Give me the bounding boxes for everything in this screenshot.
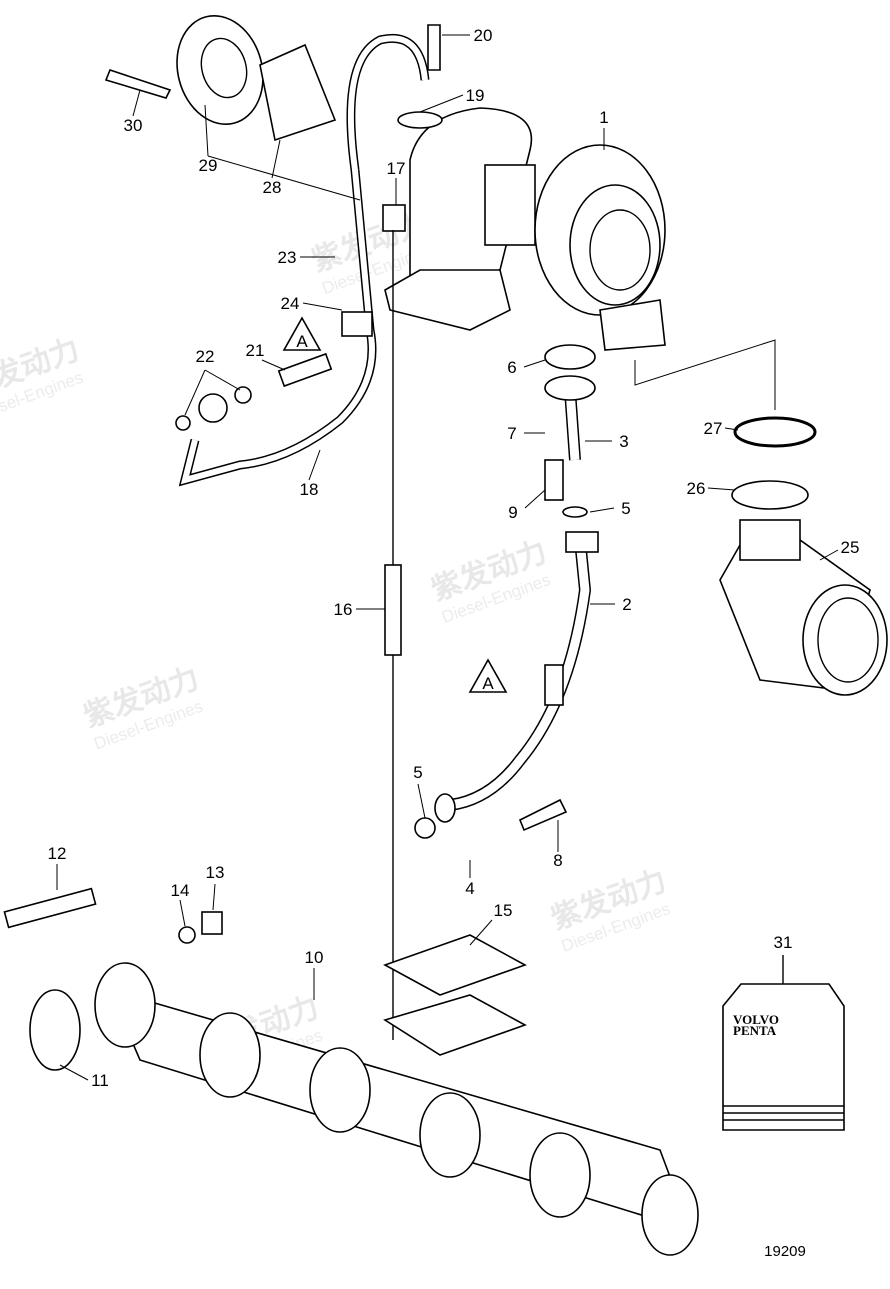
callout-13: 13 <box>206 863 225 882</box>
callout-23: 23 <box>278 248 297 267</box>
flange-29 <box>176 14 264 126</box>
exhaust-manifold-10 <box>94 962 699 1256</box>
gasket-11 <box>29 989 81 1071</box>
hose-25 <box>719 519 888 696</box>
callout-3: 3 <box>619 432 628 451</box>
callout-8: 8 <box>553 851 562 870</box>
bracket-A <box>544 664 564 706</box>
callout-5b: 5 <box>413 763 422 782</box>
callout-10: 10 <box>305 948 324 967</box>
callout-31: 31 <box>774 933 793 952</box>
bolt-20 <box>427 24 441 71</box>
callout-27: 27 <box>704 419 723 438</box>
stud-12 <box>3 887 97 929</box>
callout-15: 15 <box>494 901 513 920</box>
bracket-9 <box>544 459 564 501</box>
bolt-8 <box>518 798 568 832</box>
oring-27 <box>733 416 817 448</box>
gasket-28 <box>259 43 337 142</box>
callout-6: 6 <box>507 358 516 377</box>
callout-22: 22 <box>196 347 215 366</box>
callout-11: 11 <box>91 1071 109 1090</box>
gasket-6 <box>544 344 596 370</box>
callout-labels: 1 2 3 4 5 5 6 7 8 9 10 11 12 13 14 15 16… <box>48 26 860 1260</box>
callout-25: 25 <box>841 538 860 557</box>
callout-24: 24 <box>281 294 300 313</box>
callout-26: 26 <box>687 479 706 498</box>
kit-brand-line1: VOLVO <box>733 1012 779 1027</box>
callout-30: 30 <box>124 116 143 135</box>
kit-brand-line2: PENTA <box>733 1023 777 1038</box>
callout-29: 29 <box>199 156 218 175</box>
washer-14 <box>178 926 196 944</box>
clamp-24 <box>341 311 373 337</box>
callout-14: 14 <box>171 881 190 900</box>
gasket-15 <box>383 934 527 996</box>
callout-4: 4 <box>465 879 474 898</box>
callout-16: 16 <box>334 600 353 619</box>
callout-17: 17 <box>387 159 406 178</box>
callout-7: 7 <box>507 424 516 443</box>
sleeve-17 <box>382 204 406 232</box>
leader-lines <box>56 34 839 1081</box>
illustration-number: 19209 <box>764 1243 806 1260</box>
gasket-kit-31: VOLVO PENTA <box>722 955 845 1131</box>
callout-9: 9 <box>508 503 517 522</box>
oring-5 <box>562 506 588 518</box>
turbocharger <box>384 107 666 351</box>
svg-text:A: A <box>296 332 308 351</box>
callout-20: 20 <box>474 26 493 45</box>
callout-2: 2 <box>622 595 631 614</box>
callout-12: 12 <box>48 844 67 863</box>
callout-18: 18 <box>300 480 319 499</box>
banjo-bolt-21 <box>277 352 333 388</box>
reference-marker-a: A A <box>282 316 508 693</box>
svg-text:A: A <box>482 674 494 693</box>
stud-16 <box>384 564 402 656</box>
callout-28: 28 <box>263 178 282 197</box>
clamp-26 <box>731 480 809 510</box>
oring-5b <box>414 817 436 839</box>
nut-13 <box>201 911 223 935</box>
callout-19: 19 <box>466 86 485 105</box>
gasket-19 <box>397 111 443 129</box>
bolt-30 <box>104 69 172 99</box>
callout-21: 21 <box>246 341 265 360</box>
callout-5: 5 <box>621 499 630 518</box>
callout-1: 1 <box>599 108 608 127</box>
washer-22 <box>234 386 252 404</box>
